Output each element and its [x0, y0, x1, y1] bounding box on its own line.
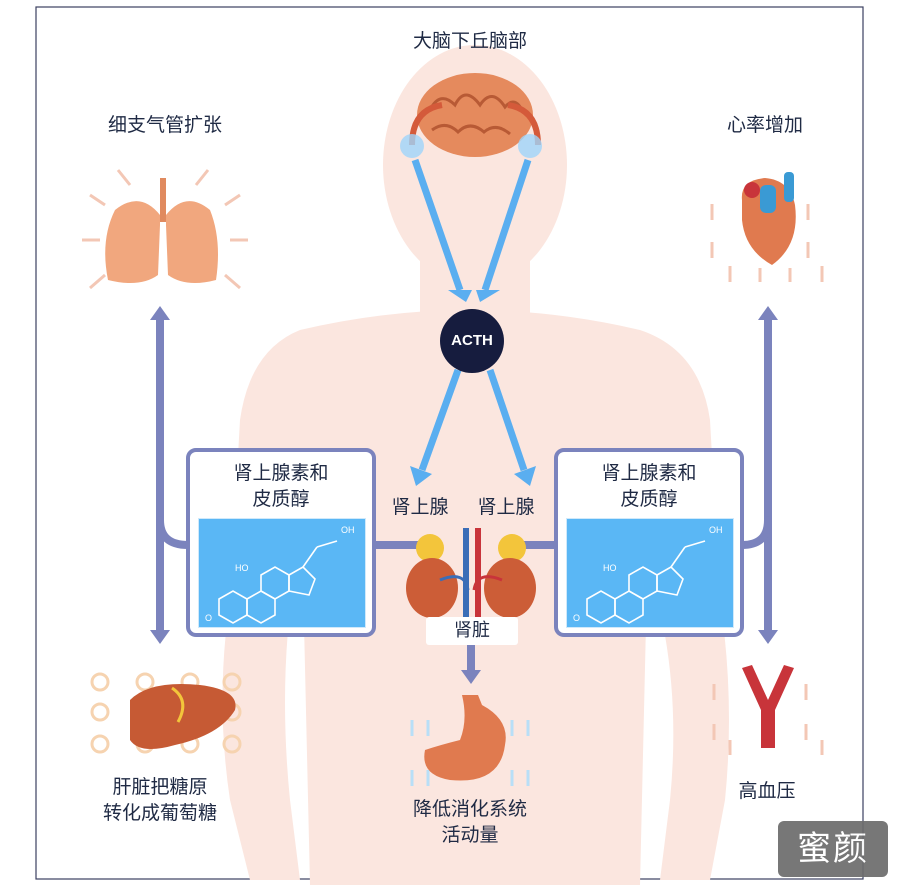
mol-o-left: O — [205, 613, 212, 623]
title-hypothalamus: 大脑下丘脑部 — [412, 30, 527, 52]
hormone-box-left-line1: 肾上腺素和 — [233, 462, 329, 484]
acth-label: ACTH — [451, 332, 493, 349]
digestion-effect-line2: 活动量 — [441, 824, 499, 846]
digestion-effect-line1: 降低消化系统 — [412, 798, 527, 820]
label-kidney: 肾脏 — [426, 617, 518, 645]
cortisol-structure-right: HO O OH — [566, 518, 734, 628]
flow-arrows — [156, 316, 772, 676]
hormone-box-right-title: 肾上腺素和 皮质醇 — [560, 460, 738, 512]
stomach-illustration — [410, 695, 530, 786]
acth-node — [440, 309, 504, 373]
label-digestion-effect: 降低消化系统 活动量 — [380, 796, 560, 848]
liver-effect-line1: 肝脏把糖原 — [112, 776, 208, 798]
mol-ho-left: HO — [235, 563, 249, 573]
flow-arrowheads — [150, 306, 778, 684]
mol-oh-right: OH — [709, 525, 723, 535]
blood-vessel-illustration — [712, 665, 824, 755]
watermark-logo: 蜜颜 — [778, 821, 888, 877]
label-high-blood-pressure: 高血压 — [738, 780, 796, 802]
mol-ho-right: HO — [603, 563, 617, 573]
heart-illustration — [710, 172, 824, 282]
kidney-illustration — [406, 528, 536, 618]
hormone-box-left-title: 肾上腺素和 皮质醇 — [192, 460, 370, 512]
brain-illustration — [400, 73, 542, 158]
label-adrenal-right: 肾上腺 — [477, 496, 535, 518]
hormone-box-left-line2: 皮质醇 — [252, 488, 310, 510]
hormone-box-right-line2: 皮质醇 — [620, 488, 678, 510]
label-liver-effect: 肝脏把糖原 转化成葡萄糖 — [60, 774, 260, 826]
signal-arrows — [410, 158, 536, 486]
cortisol-structure-left: HO O OH — [198, 518, 366, 628]
label-adrenal-left: 肾上腺 — [391, 496, 449, 518]
lungs-illustration — [82, 169, 248, 290]
mol-oh-left: OH — [341, 525, 355, 535]
label-bronchodilation: 细支气管扩张 — [107, 114, 222, 136]
steroid-skeleton-right: HO O OH — [573, 525, 723, 624]
hormone-box-right-line1: 肾上腺素和 — [601, 462, 697, 484]
steroid-skeleton-left: HO O OH — [205, 525, 355, 624]
liver-illustration — [90, 672, 242, 754]
liver-effect-line2: 转化成葡萄糖 — [102, 802, 217, 824]
label-heart-rate: 心率增加 — [726, 114, 803, 136]
mol-o-right: O — [573, 613, 580, 623]
